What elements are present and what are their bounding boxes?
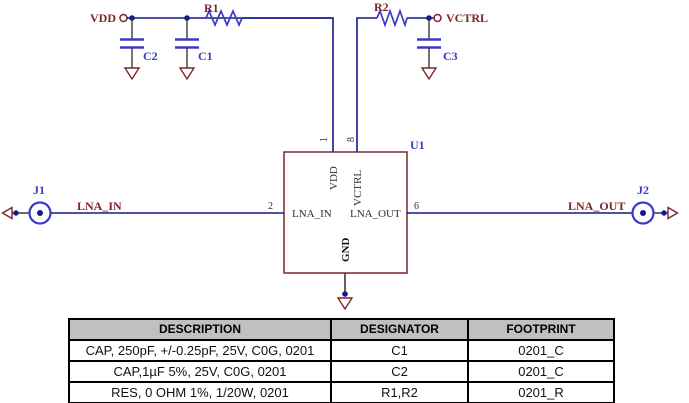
pin-number-8: 8 [346, 137, 357, 142]
refdes-r2: R2 [374, 0, 389, 14]
refdes-c2: C2 [143, 49, 158, 63]
ic-pin-name-lna-out: LNA_OUT [350, 208, 401, 220]
wire [356, 17, 377, 152]
port-arrow-right [667, 206, 679, 220]
port-arrow-left [1, 206, 13, 220]
column-header-designator: DESIGNATOR [330, 318, 469, 341]
vctrl-terminal-circle [433, 13, 442, 23]
schematic-canvas: VDD R1 C2 C1 R2 VCTRL [1, 0, 679, 311]
refdes-c1: C1 [198, 49, 213, 63]
junction-dot [661, 210, 667, 216]
ground-symbol [336, 297, 354, 311]
cell-description: RES, 0 OHM 1%, 1/20W, 0201 [68, 381, 332, 403]
resistor-r1-symbol [205, 8, 243, 28]
refdes-j2: J2 [637, 183, 649, 197]
refdes-j1: J1 [33, 183, 45, 197]
cell-description: CAP, 250pF, +/-0.25pF, 25V, C0G, 0201 [68, 339, 332, 362]
table-header-row: DESCRIPTION DESIGNATOR FOOTPRINT [68, 318, 615, 341]
connector-j2-center [640, 210, 646, 216]
junction-dot [342, 291, 348, 297]
refdes-u1: U1 [410, 138, 425, 152]
net-label-lna-in: LNA_IN [77, 199, 122, 213]
ground-symbol [178, 67, 196, 81]
ic-pin-name-vdd: VDD [328, 166, 340, 190]
connector-j1-center [37, 210, 43, 216]
net-label-vdd: VDD [90, 11, 116, 25]
cell-designator: R1,R2 [330, 381, 469, 403]
table-row: CAP,1µF 5%, 25V, C0G, 0201 C2 0201_C [68, 360, 615, 383]
cell-designator: C2 [330, 360, 469, 383]
ic-pin-name-gnd: GND [340, 238, 352, 263]
ic-pin-name-vctrl: VCTRL [352, 170, 364, 206]
refdes-c3: C3 [443, 49, 458, 63]
vdd-terminal-circle [119, 13, 128, 23]
cell-footprint: 0201_R [467, 381, 615, 403]
net-label-lna-out: LNA_OUT [568, 199, 625, 213]
column-header-description: DESCRIPTION [68, 318, 332, 341]
refdes-r1: R1 [204, 1, 219, 15]
ground-symbol [420, 67, 438, 81]
pin-number-1: 1 [319, 137, 330, 142]
resistor-r2-symbol [376, 8, 408, 28]
cell-designator: C1 [330, 339, 469, 362]
column-header-footprint: FOOTPRINT [467, 318, 615, 341]
ic-pin-name-lna-in: LNA_IN [292, 208, 332, 220]
table-row: RES, 0 OHM 1%, 1/20W, 0201 R1,R2 0201_R [68, 381, 615, 403]
cell-description: CAP,1µF 5%, 25V, C0G, 0201 [68, 360, 332, 383]
bom-table: DESCRIPTION DESIGNATOR FOOTPRINT CAP, 25… [68, 318, 615, 403]
net-label-vctrl: VCTRL [446, 11, 488, 25]
pin-number-6: 6 [414, 201, 419, 212]
cell-footprint: 0201_C [467, 339, 615, 362]
wire [127, 17, 334, 152]
table-row: CAP, 250pF, +/-0.25pF, 25V, C0G, 0201 C1… [68, 339, 615, 362]
pin-number-2: 2 [268, 201, 273, 212]
ground-symbol [123, 67, 141, 81]
junction-dot [13, 210, 19, 216]
cell-footprint: 0201_C [467, 360, 615, 383]
